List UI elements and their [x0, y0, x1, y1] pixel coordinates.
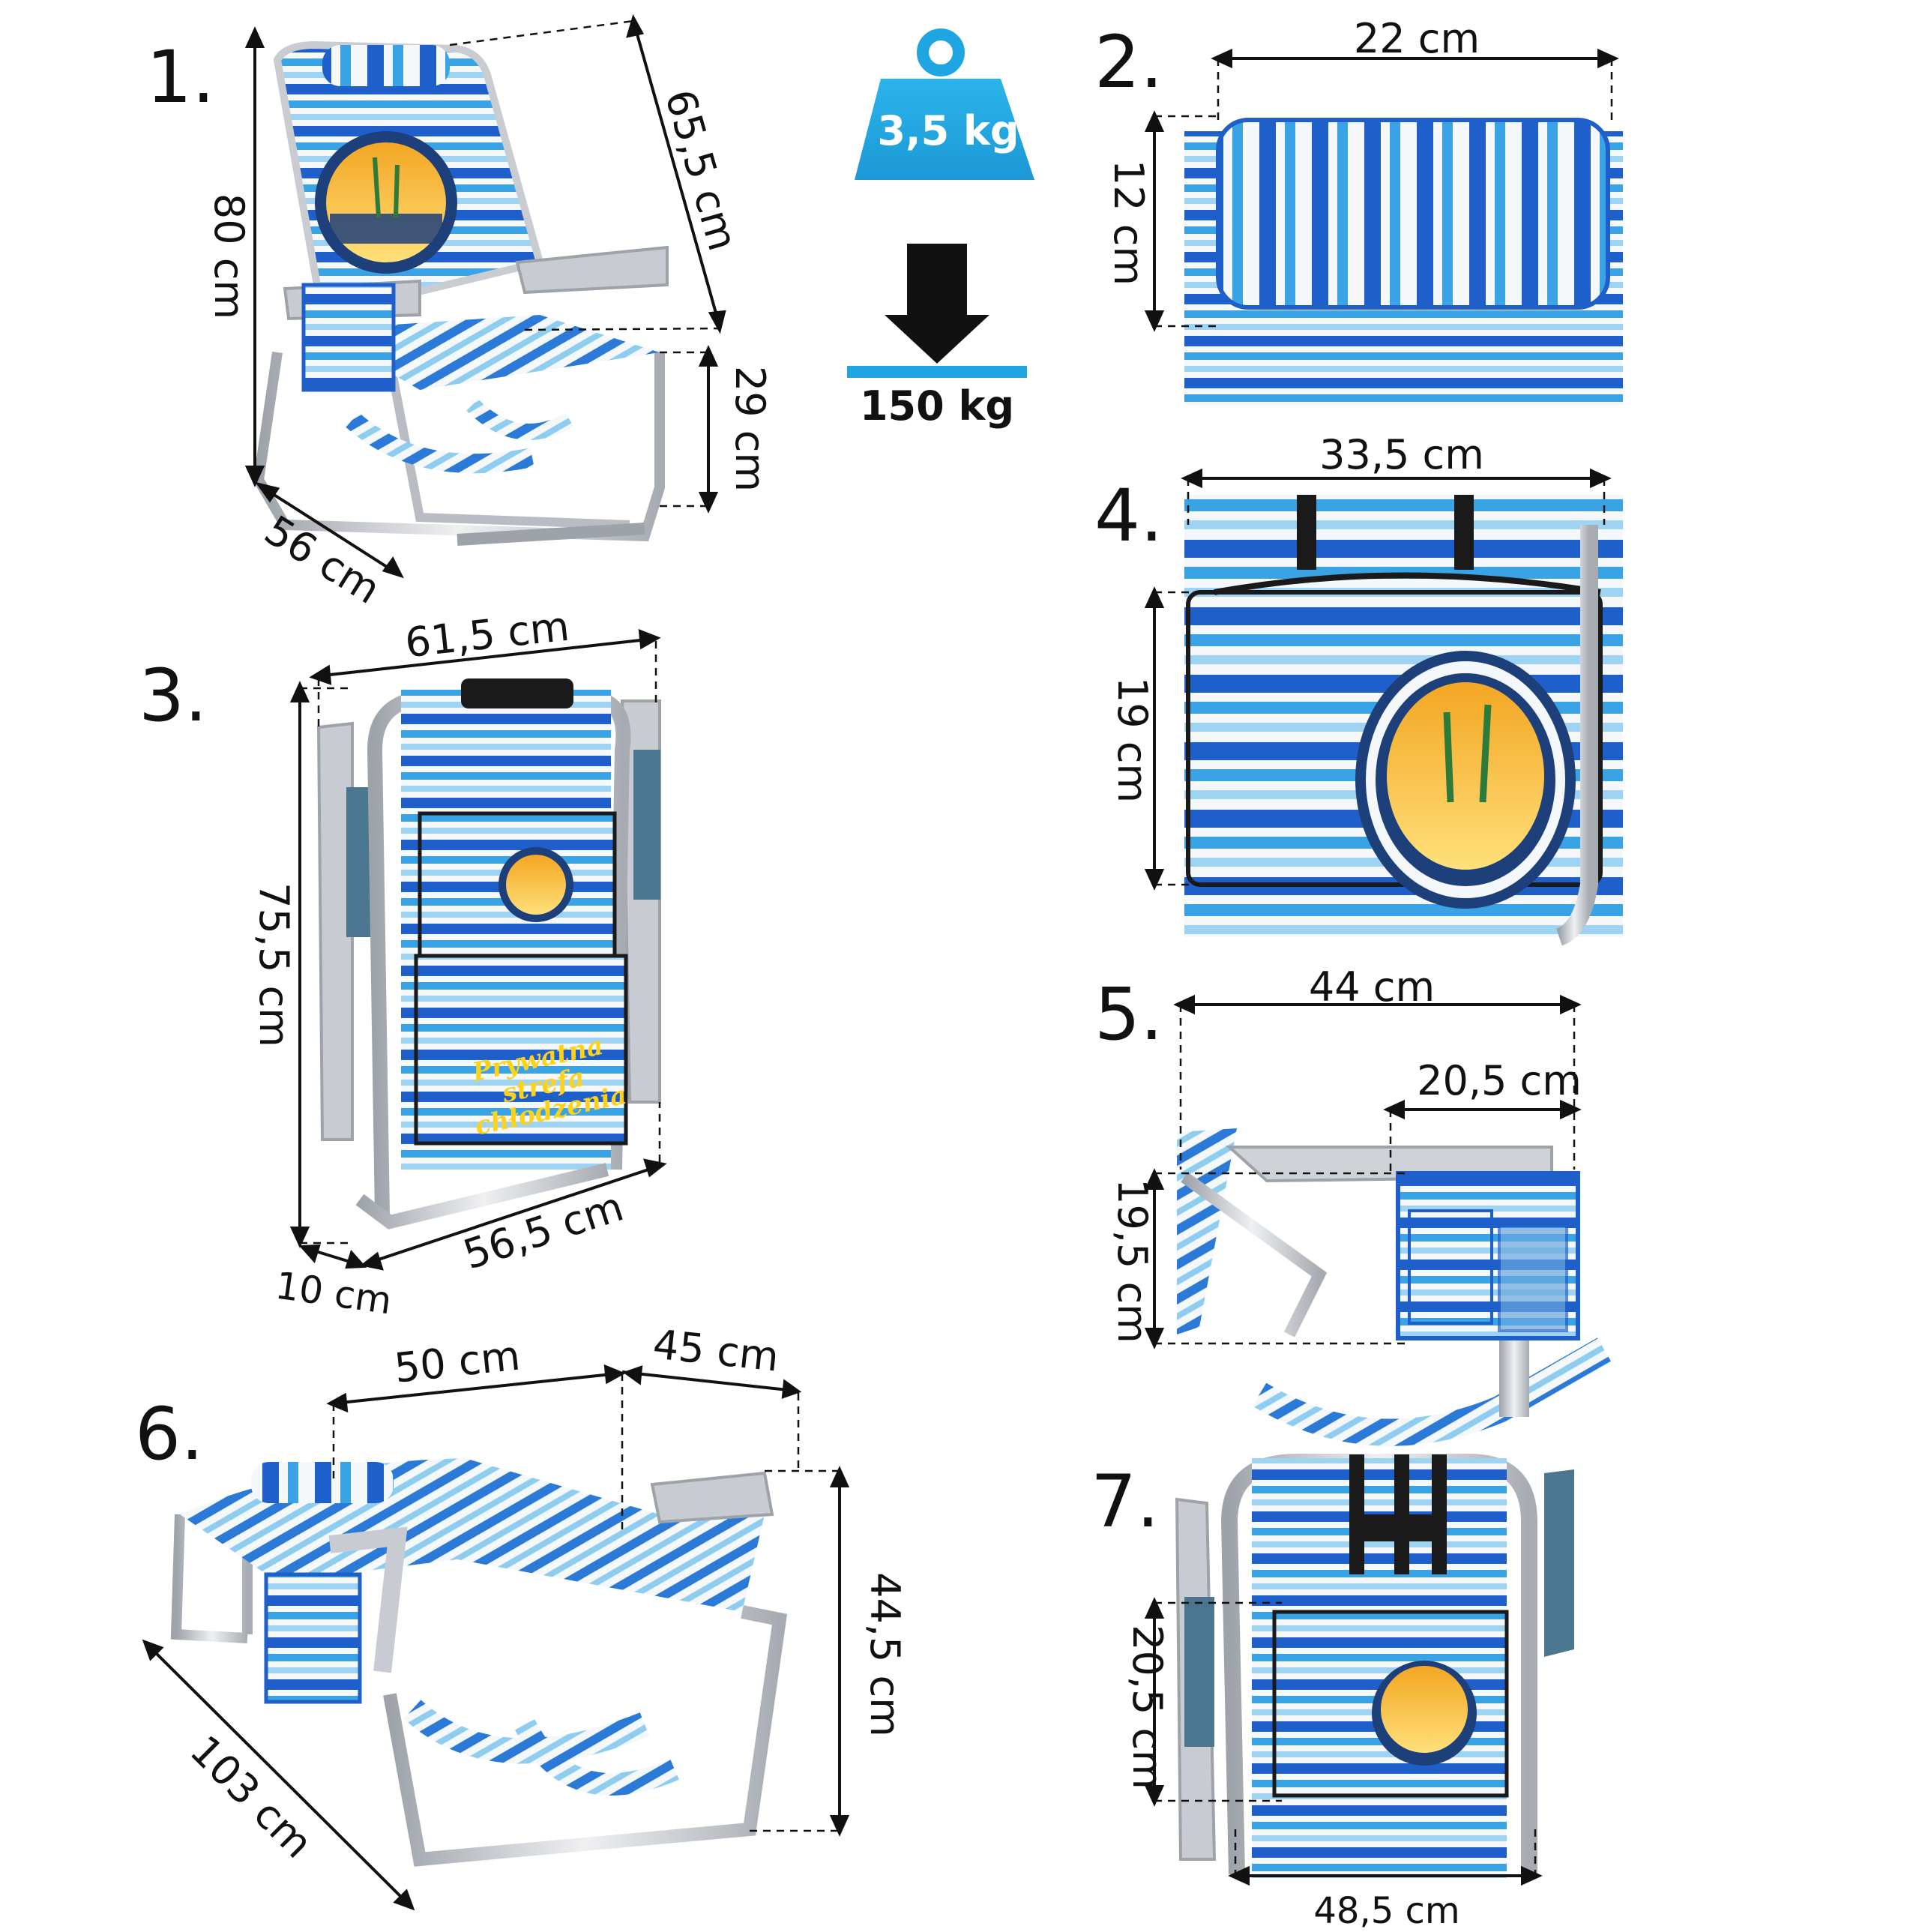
panel-5-dimension-lines	[1144, 994, 1582, 1349]
panel-7-back-photo	[1175, 1454, 1574, 1878]
dim-5-pouch-width: 20,5 cm	[1417, 1057, 1582, 1104]
panel-number-4: 4.	[1094, 474, 1163, 558]
dim-3-height: 75,5 cm	[250, 882, 298, 1047]
panel-2-pillow-photo	[1184, 118, 1623, 405]
panel-number-5: 5.	[1094, 972, 1163, 1056]
weight-label: 3,5 kg	[877, 107, 1019, 154]
dim-5-pouch-height: 19,5 cm	[1109, 1179, 1156, 1343]
panel-4-cooler-photo	[1184, 495, 1623, 946]
panel-3-dimension-lines	[289, 628, 667, 1271]
dim-7-width: 48,5 cm	[1313, 1890, 1460, 1932]
panel-2-dimension-lines	[1144, 48, 1619, 332]
panel-1-dimension-lines	[244, 13, 726, 579]
panel-6-dimension-lines	[142, 1364, 850, 1911]
max-load-label: 150 kg	[859, 382, 1015, 430]
load-arrow-icon	[847, 244, 1027, 378]
dim-4-height: 19 cm	[1109, 676, 1156, 804]
panel-number-6: 6.	[135, 1392, 204, 1476]
dim-6-height: 44,5 cm	[861, 1572, 909, 1737]
dim-4-width: 33,5 cm	[1319, 431, 1484, 478]
panel-number-7: 7.	[1091, 1460, 1160, 1544]
dim-1-height: 80 cm	[205, 193, 253, 320]
panel-5-armrest-photo	[1177, 1128, 1611, 1446]
weight-icon	[855, 28, 1034, 180]
dim-2-width: 22 cm	[1353, 15, 1480, 62]
dim-7-pocket-height: 20,5 cm	[1124, 1625, 1171, 1790]
panel-6-reclined-chair-photo	[170, 1458, 788, 1867]
dim-2-height: 12 cm	[1105, 159, 1152, 286]
panel-1-chair-photo	[253, 40, 669, 546]
panel-7-dimension-lines	[1144, 1597, 1543, 1886]
panel-number-1: 1.	[146, 35, 215, 119]
dim-1-seat-height: 29 cm	[726, 365, 774, 493]
panel-4-dimension-lines	[1144, 468, 1612, 891]
panel-number-2: 2.	[1094, 20, 1163, 104]
panel-number-3: 3.	[139, 654, 208, 738]
panel-3-folded-chair-photo	[316, 678, 661, 1230]
dim-5-armrest-length: 44 cm	[1308, 963, 1436, 1011]
